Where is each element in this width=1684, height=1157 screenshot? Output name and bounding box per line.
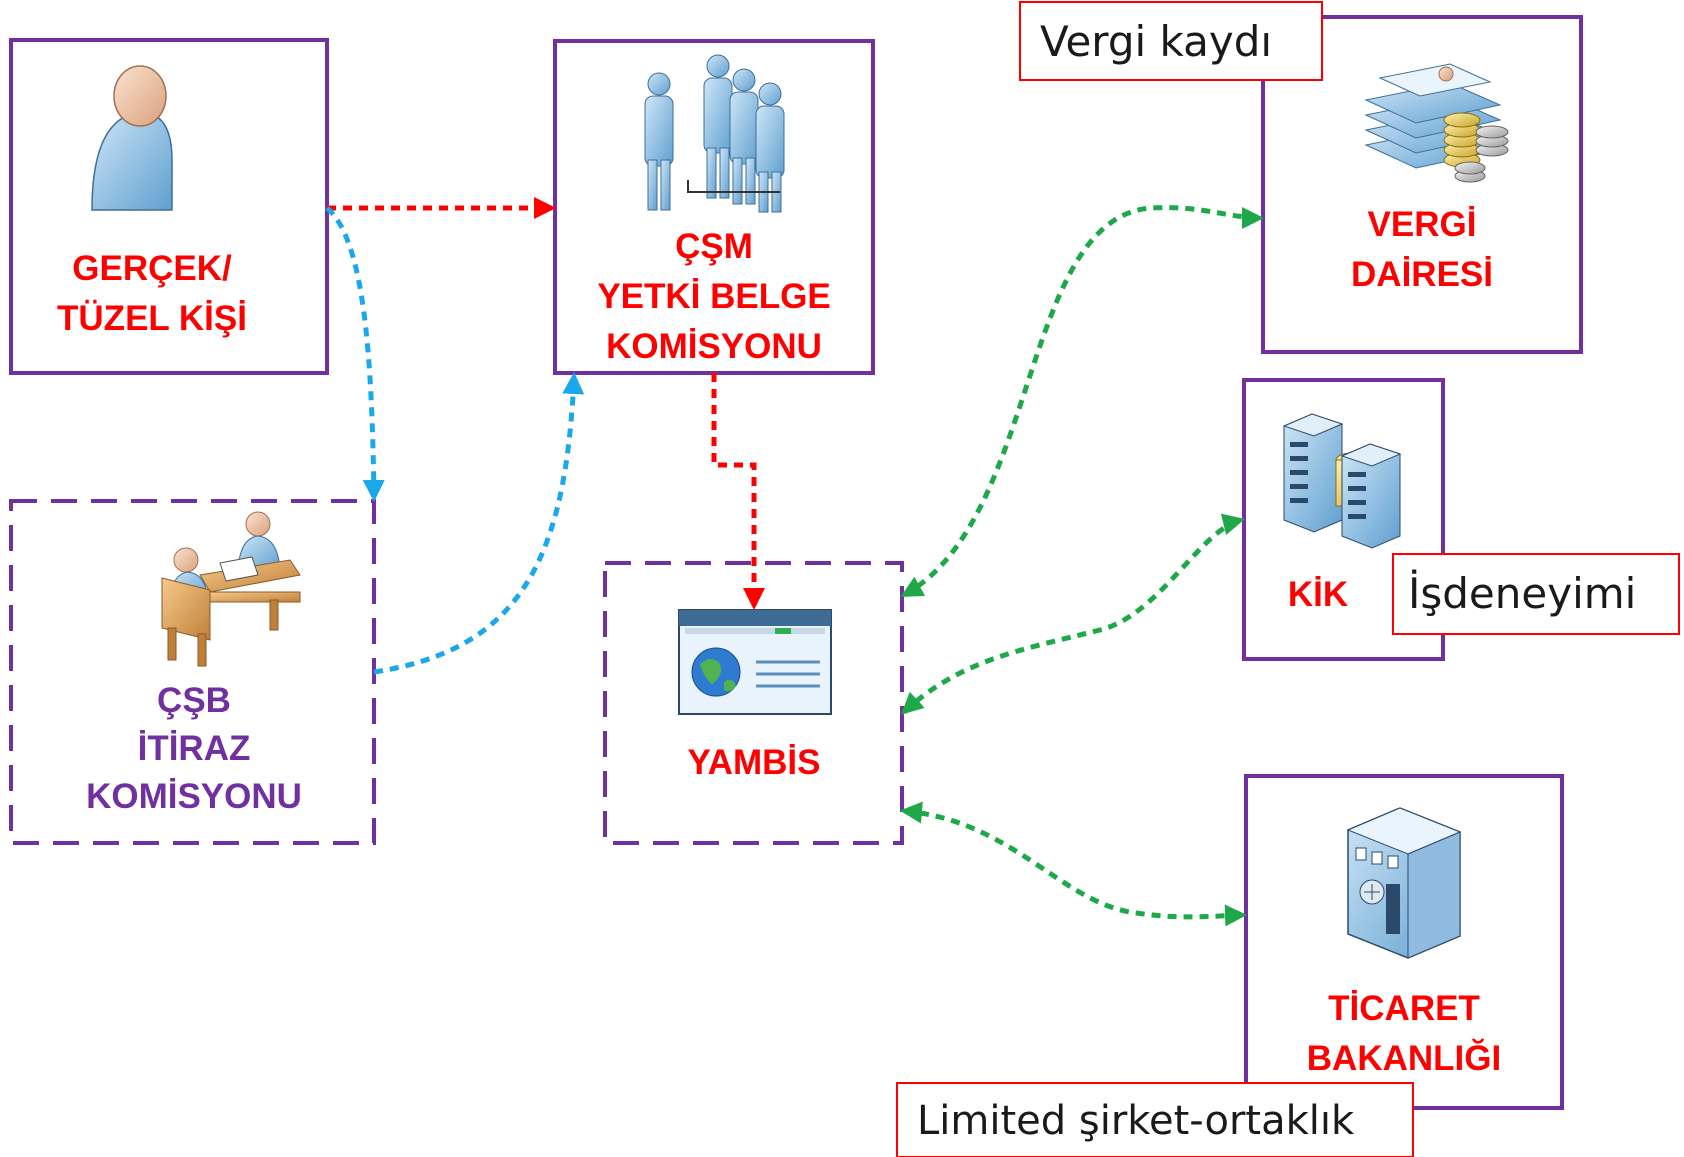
arrow-csm-to-yambis bbox=[711, 373, 765, 610]
svg-text:VERGİ: VERGİ bbox=[1368, 205, 1477, 244]
server-database-icon bbox=[1282, 413, 1402, 549]
arrow-yambis-ticaret bbox=[900, 801, 1247, 927]
svg-text:İTİRAZ: İTİRAZ bbox=[138, 729, 251, 768]
svg-text:Vergi kaydı: Vergi kaydı bbox=[1040, 17, 1272, 66]
svg-text:Limited şirket-ortaklık: Limited şirket-ortaklık bbox=[917, 1098, 1355, 1144]
svg-text:KOMİSYONU: KOMİSYONU bbox=[86, 777, 302, 816]
arrow-csb-to-csm bbox=[373, 372, 585, 675]
svg-text:YAMBİS: YAMBİS bbox=[688, 743, 821, 782]
note-is-deneyimi: İşdeneyimi bbox=[1392, 553, 1680, 635]
svg-text:YETKİ BELGE: YETKİ BELGE bbox=[597, 277, 830, 316]
kik-label: KİK bbox=[1288, 575, 1348, 614]
arrow-yambis-kik bbox=[901, 513, 1245, 715]
arrow-gercek-to-csb bbox=[325, 206, 385, 502]
yambis-box[interactable] bbox=[603, 561, 904, 845]
meeting-desk-icon bbox=[161, 511, 301, 667]
svg-text:ÇŞM: ÇŞM bbox=[675, 227, 753, 266]
svg-text:TÜZEL KİŞİ: TÜZEL KİŞİ bbox=[57, 299, 247, 338]
tax-documents-coins-icon bbox=[1364, 63, 1509, 183]
arrow-yambis-vergi bbox=[900, 205, 1264, 598]
ticaret-label: TİCARET BAKANLIĞI bbox=[1307, 989, 1501, 1078]
people-group-icon bbox=[644, 54, 785, 213]
svg-text:GERÇEK/: GERÇEK/ bbox=[72, 249, 232, 288]
bank-building-icon bbox=[1346, 807, 1462, 959]
gercek-label: GERÇEK/ TÜZEL KİŞİ bbox=[57, 249, 247, 338]
yambis-label: YAMBİS bbox=[688, 743, 821, 782]
svg-text:DAİRESİ: DAİRESİ bbox=[1351, 255, 1493, 294]
svg-text:KİK: KİK bbox=[1288, 575, 1348, 614]
person-icon bbox=[91, 65, 173, 211]
svg-text:İşdeneyimi: İşdeneyimi bbox=[1408, 568, 1636, 618]
csm-label: ÇŞM YETKİ BELGE KOMİSYONU bbox=[597, 227, 830, 366]
vergi-box[interactable] bbox=[1261, 15, 1583, 354]
csb-label: ÇŞB İTİRAZ KOMİSYONU bbox=[86, 681, 302, 816]
svg-text:TİCARET: TİCARET bbox=[1328, 989, 1480, 1028]
vergi-label: VERGİ DAİRESİ bbox=[1351, 205, 1493, 294]
web-browser-globe-icon bbox=[678, 609, 832, 715]
svg-text:ÇŞB: ÇŞB bbox=[157, 681, 231, 720]
svg-text:KOMİSYONU: KOMİSYONU bbox=[606, 327, 822, 366]
note-limited-sirket: Limited şirket-ortaklık bbox=[896, 1082, 1414, 1157]
svg-text:BAKANLIĞI: BAKANLIĞI bbox=[1307, 1038, 1501, 1078]
note-vergi-kaydi: Vergi kaydı bbox=[1019, 1, 1323, 81]
